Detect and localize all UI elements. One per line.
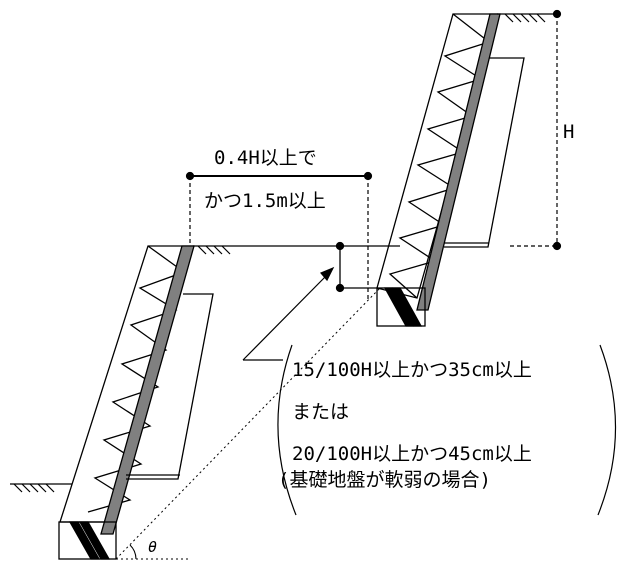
- embedment-dimension: [335, 241, 378, 293]
- height-label: H: [563, 121, 574, 143]
- lower-wall-concrete-face: [100, 245, 195, 535]
- embed-label-line1: 15/100H以上かつ35cm以上: [292, 359, 532, 381]
- embed-label-line3: 20/100H以上かつ45cm以上: [292, 443, 532, 465]
- lower-wall-truss-zigzag: [87, 245, 186, 513]
- lower-wall-footing-hatch: [68, 521, 101, 560]
- upper-wall-concrete-face: [416, 13, 501, 311]
- upper-wall-footing-hatch-2: [391, 287, 423, 327]
- upper-wall-truss-zigzag: [388, 13, 491, 299]
- lower-ground-surface: [10, 483, 72, 493]
- embed-label-line2: または: [292, 401, 349, 423]
- lower-wall: [58, 245, 214, 560]
- angle-label: θ: [148, 538, 157, 556]
- upper-ground-surface: [497, 13, 557, 23]
- bench-surface: [193, 245, 400, 255]
- upper-wall-footing-hatch: [383, 287, 415, 327]
- slope-reference-line: [115, 287, 381, 560]
- offset-label-line2: かつ1.5m以上: [204, 190, 326, 212]
- callout-leader: [242, 266, 335, 361]
- upper-wall-footing: [376, 287, 426, 327]
- offset-label-line1: 0.4H以上で: [214, 147, 317, 169]
- embed-label-line4: (基礎地盤が軟弱の場合): [278, 469, 491, 491]
- callout-bracket-left: [277, 344, 297, 516]
- lower-wall-backfill: [126, 293, 214, 480]
- upper-wall-backfill: [444, 57, 525, 248]
- callout-bracket-right: [597, 344, 617, 516]
- lower-wall-footing-hatch-2: [78, 521, 111, 560]
- height-dimension: [510, 9, 562, 251]
- upper-wall: [376, 13, 525, 327]
- angle-arc: [129, 544, 137, 560]
- offset-dimension: [185, 171, 373, 300]
